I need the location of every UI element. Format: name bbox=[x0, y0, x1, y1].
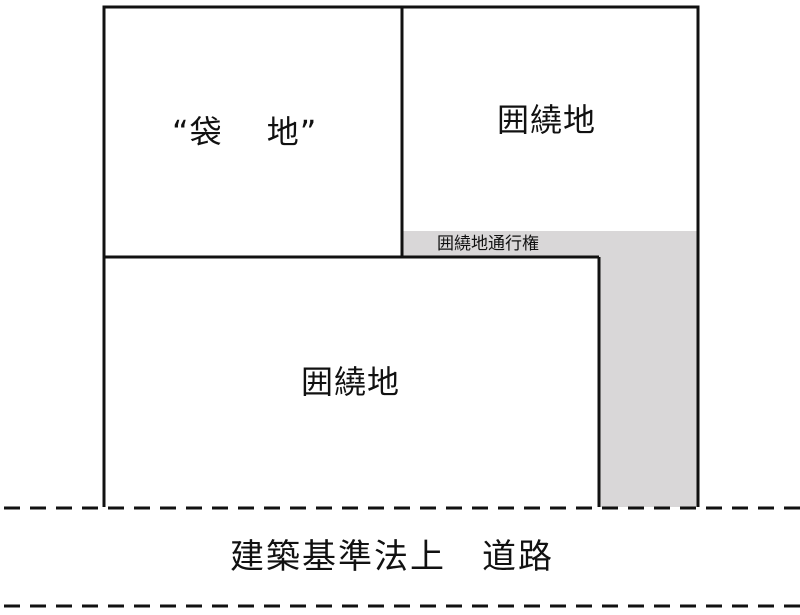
road-label: 建築基準法上 道路 bbox=[230, 537, 554, 577]
surrounding-lot-top-label: 囲繞地 bbox=[497, 101, 597, 139]
surrounding-lot-bottom-label: 囲繞地 bbox=[301, 363, 401, 401]
easement-label: 囲繞地通行権 bbox=[437, 234, 539, 254]
easement-area bbox=[402, 231, 698, 507]
landlocked-lot-label: “袋 地” bbox=[172, 113, 318, 151]
